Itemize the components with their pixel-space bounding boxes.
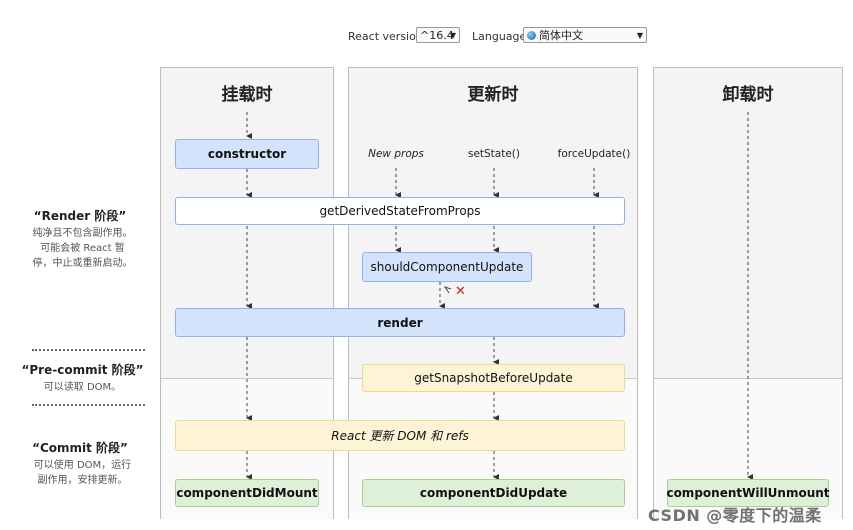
new-props-label: New props <box>368 148 424 160</box>
get-derived-state-node: getDerivedStateFromProps <box>175 197 625 225</box>
component-will-unmount-node: componentWillUnmount <box>666 479 830 507</box>
render-node: render <box>175 308 625 337</box>
language-value: 简体中文 <box>539 29 583 42</box>
precommit-phase-title: “Pre-commit 阶段” <box>21 363 144 377</box>
language-label: Language <box>472 30 527 43</box>
red-x-icon: ✕ <box>455 284 466 299</box>
commit-phase-desc-line: 可以使用 DOM，运行 <box>33 460 132 471</box>
render-phase-desc-line: 可能会被 React 暂 <box>40 243 125 254</box>
phase-divider <box>32 349 145 351</box>
react-update-dom-node: React 更新 DOM 和 refs <box>175 420 625 451</box>
mounting-title: 挂载时 <box>221 85 273 105</box>
unmounting-title: 卸载时 <box>722 85 774 105</box>
updating-title: 更新时 <box>467 85 519 105</box>
false-branch-arrow <box>443 286 452 294</box>
react-version-select[interactable]: ^16.4 ▼ <box>416 27 460 43</box>
commit-phase-desc-line: 副作用，安排更新。 <box>37 475 128 486</box>
language-select[interactable]: 简体中文 ▼ <box>523 27 647 43</box>
render-phase-desc: 纯净且不包含副作用。 可能会被 React 暂 停，中止或重新启动。 <box>20 226 145 271</box>
render-phase-title: “Render 阶段” <box>33 209 127 223</box>
csdn-watermark: CSDN @零度下的温柔 <box>648 506 822 525</box>
component-did-mount-node: componentDidMount <box>175 479 319 507</box>
commit-phase-desc: 可以使用 DOM，运行 副作用，安排更新。 <box>20 458 145 488</box>
react-version-label: React version <box>348 30 423 43</box>
react-version-value: ^16.4 <box>420 29 454 42</box>
set-state-label: setState() <box>467 148 521 160</box>
render-phase-desc-line: 停，中止或重新启动。 <box>32 258 133 269</box>
should-component-update-node: shouldComponentUpdate <box>362 252 532 282</box>
commit-phase-title: “Commit 阶段” <box>32 441 128 455</box>
precommit-phase-desc: 可以读取 DOM。 <box>43 382 122 393</box>
constructor-node: constructor <box>175 139 319 169</box>
phase-divider <box>32 404 145 406</box>
chevron-down-icon: ▼ <box>636 31 643 40</box>
get-snapshot-node: getSnapshotBeforeUpdate <box>362 364 625 392</box>
chevron-down-icon: ▼ <box>449 31 456 40</box>
force-update-label: forceUpdate() <box>557 148 631 160</box>
globe-icon <box>527 31 536 40</box>
component-did-update-node: componentDidUpdate <box>362 479 625 507</box>
render-phase-desc-line: 纯净且不包含副作用。 <box>32 228 133 239</box>
